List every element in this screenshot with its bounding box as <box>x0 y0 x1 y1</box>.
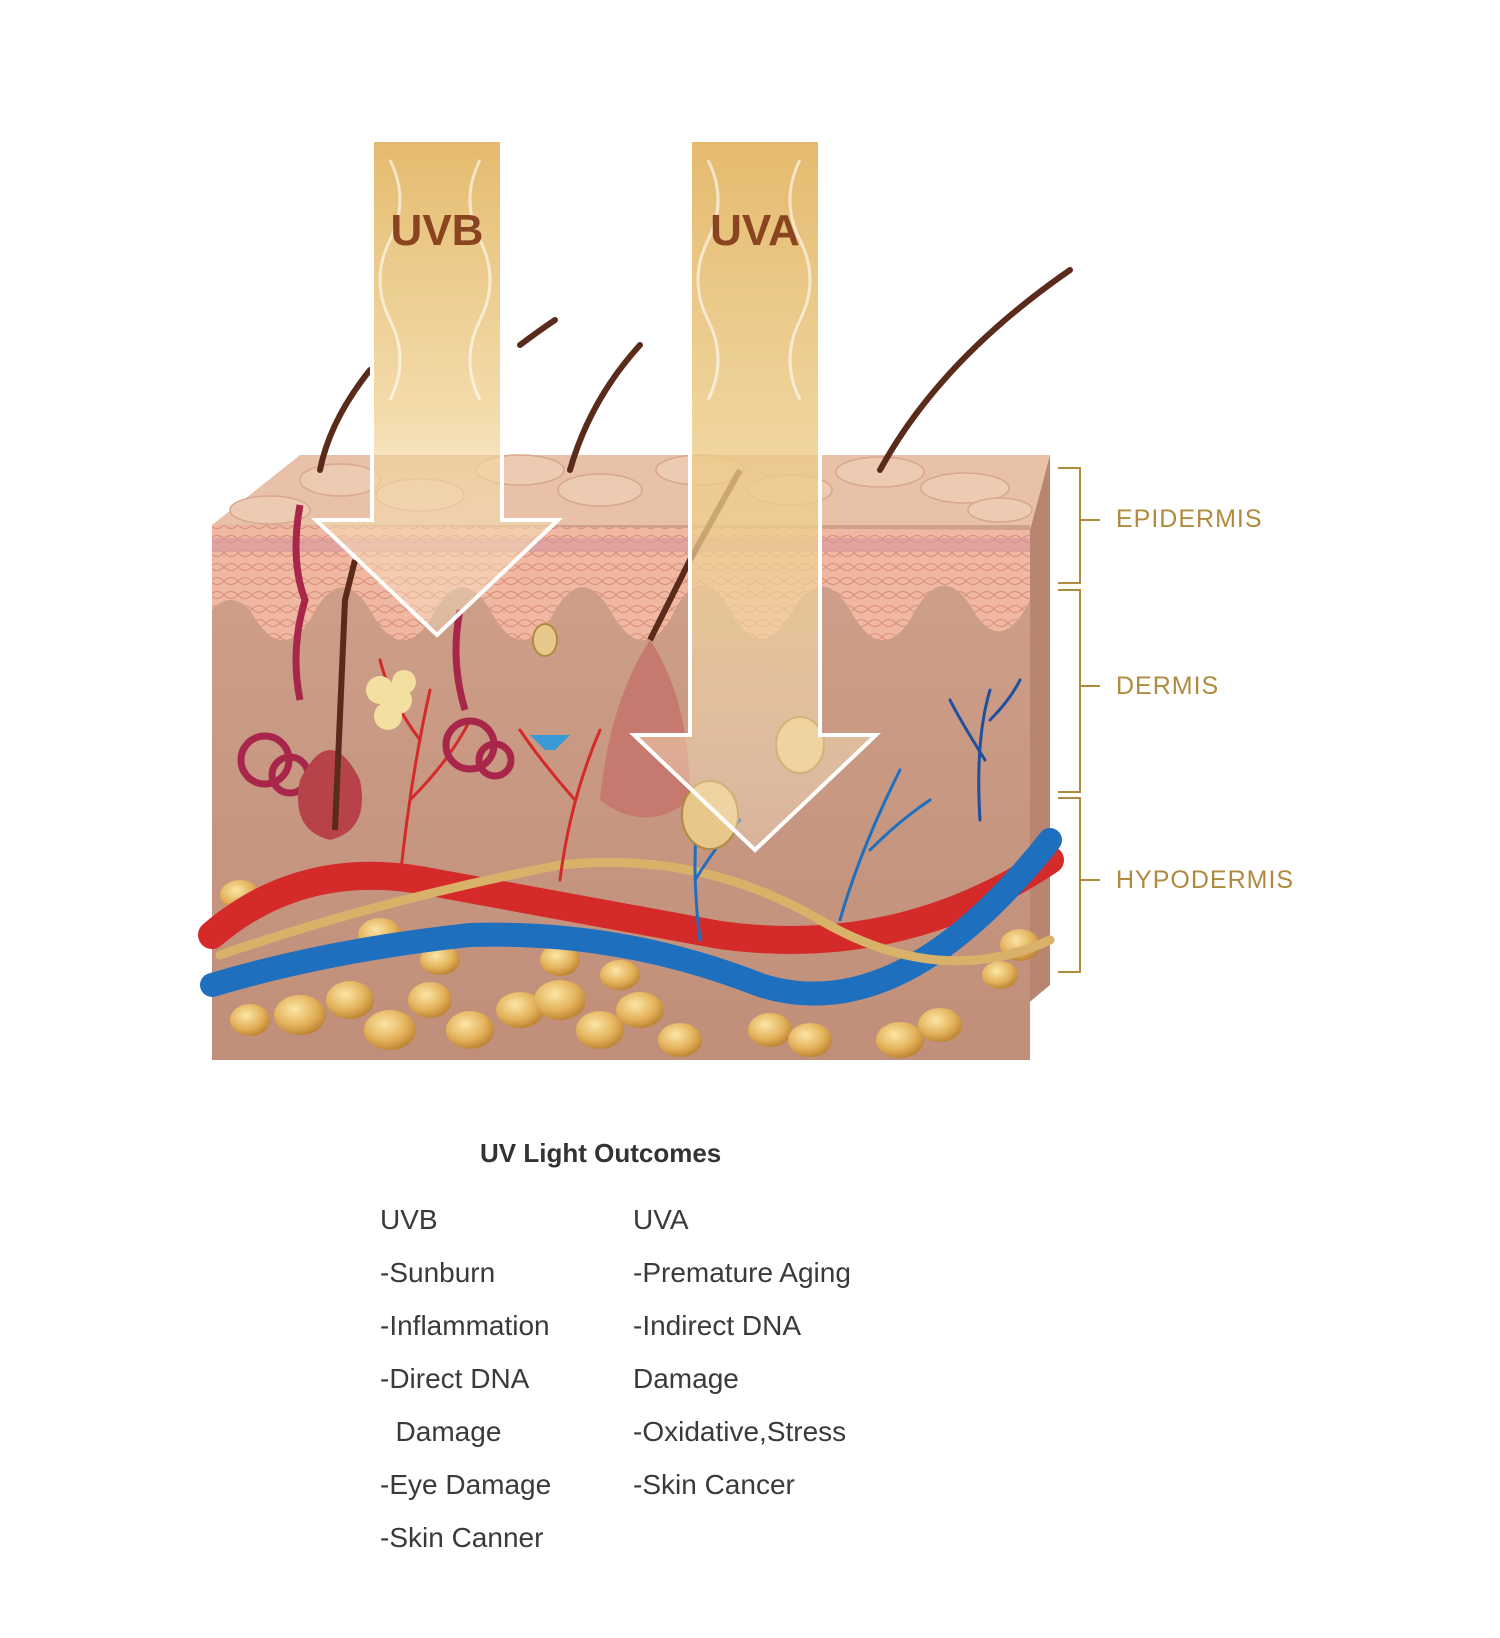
capillaries <box>378 658 1022 942</box>
uvb-arrow: UVB <box>310 138 564 638</box>
uva-arrow: UVA <box>628 138 882 853</box>
layer-brackets <box>1058 467 1100 973</box>
uva-outcome-item: -Oxidative,Stress <box>633 1416 847 1447</box>
outcomes-title: UV Light Outcomes <box>480 1138 722 1168</box>
uva-outcome-item: UVA <box>633 1204 689 1235</box>
uva-arrow-label: UVA <box>710 206 800 255</box>
vein-main <box>200 828 1062 1006</box>
hypodermis-bracket <box>1058 797 1100 973</box>
uvb-outcome-item: Damage <box>380 1416 502 1447</box>
label-dermis: DERMIS <box>1116 672 1220 700</box>
uvb-outcome-item: -Direct DNA <box>380 1363 530 1394</box>
uva-outcome-item: -Premature Aging <box>633 1257 851 1288</box>
hair-follicle-left <box>298 559 362 840</box>
uvb-outcome-item: -Inflammation <box>380 1310 550 1341</box>
nerve-main <box>215 857 1055 966</box>
blue-receptor <box>530 735 570 750</box>
uvb-outcomes-list: UVB -Sunburn -Inflammation -Direct DNA D… <box>380 1193 551 1564</box>
sebaceous-gland <box>366 670 416 730</box>
uva-outcome-item: -Indirect DNA <box>633 1310 802 1341</box>
artery-main <box>198 846 1064 954</box>
uvb-arrow-label: UVB <box>391 206 484 255</box>
uva-outcomes-list: UVA -Premature Aging -Indirect DNA Damag… <box>633 1193 851 1511</box>
uva-outcome-item: -Skin Cancer <box>633 1469 795 1500</box>
dermis-bracket <box>1058 589 1100 793</box>
epidermis-bracket <box>1058 467 1100 584</box>
uvb-outcome-item: UVB <box>380 1204 438 1235</box>
label-epidermis: EPIDERMIS <box>1116 505 1263 533</box>
label-hypodermis: HYPODERMIS <box>1116 866 1295 894</box>
uva-outcome-item: Damage <box>633 1363 739 1394</box>
uvb-outcome-item: -Sunburn <box>380 1257 496 1288</box>
uvb-outcome-item: -Skin Canner <box>380 1522 544 1553</box>
uvb-outcome-item: -Eye Damage <box>380 1469 552 1500</box>
hair-strands <box>317 267 1073 473</box>
